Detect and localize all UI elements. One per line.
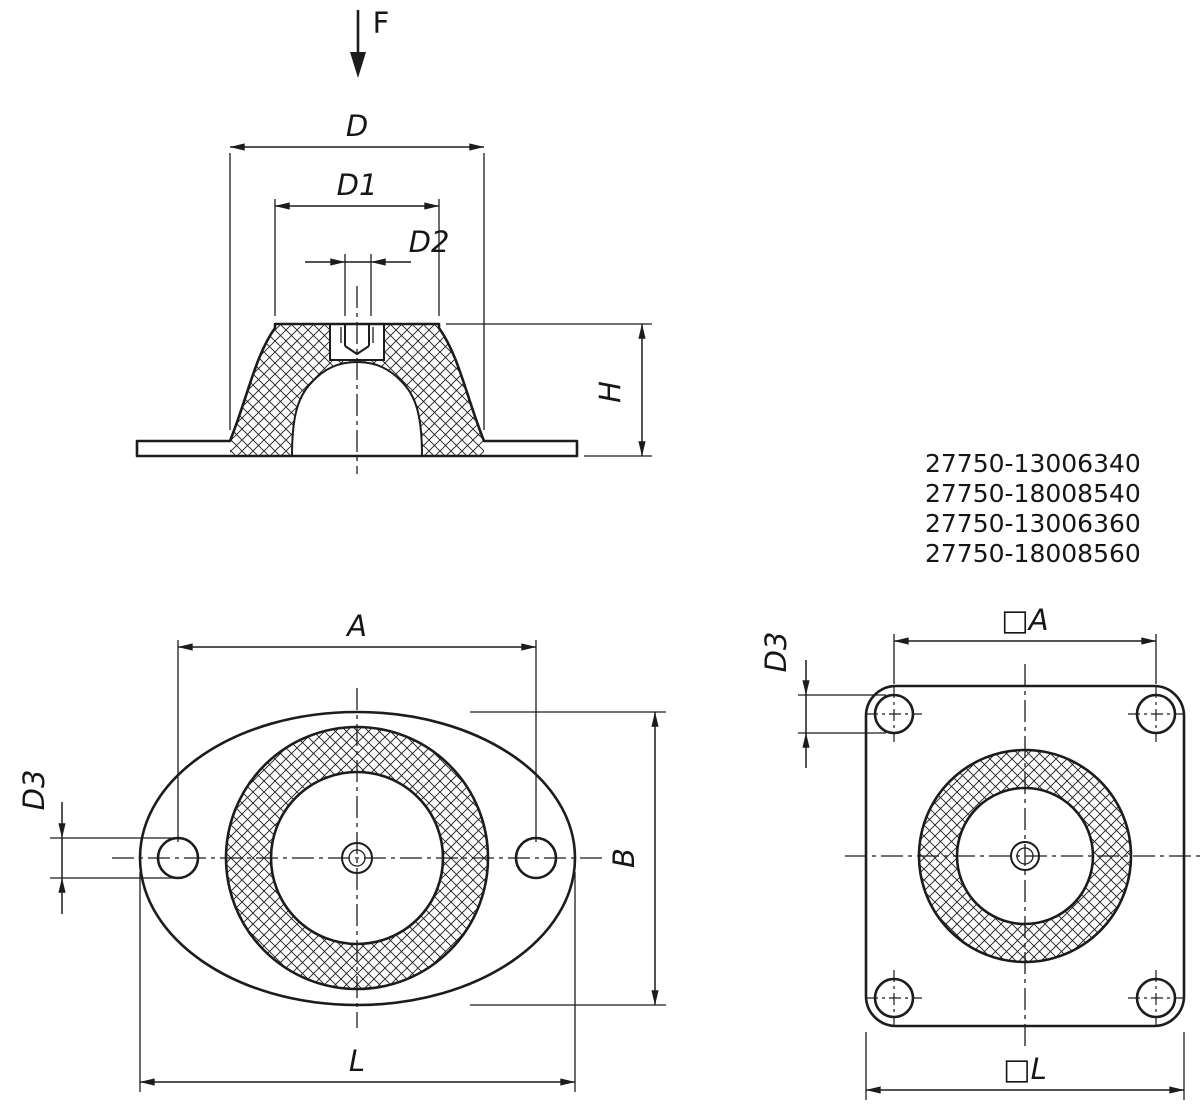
thread-bore: [344, 324, 370, 356]
dim-B-extension-lines: [470, 711, 666, 1006]
dim-D1-extension-lines: [274, 199, 440, 316]
dim-A-extension-lines: [177, 640, 537, 842]
dim-L-label: L: [349, 1044, 365, 1078]
hole-centerline-crosses: [866, 686, 1184, 1026]
rubber-ring-hatch: [919, 750, 1131, 962]
dim-D-extension-lines: [229, 153, 485, 430]
dimension-H: H: [446, 323, 652, 457]
dimension-A: A: [177, 609, 537, 842]
dimension-L: L: [139, 872, 576, 1092]
part-number: 27750-18008540: [925, 479, 1141, 508]
dim-D3-extension-lines: [798, 694, 886, 734]
force-arrow: F: [350, 6, 389, 78]
rubber-ring-hatch: [226, 727, 488, 989]
dim-square-A-label: □A: [1001, 603, 1048, 637]
dimension-D2: D2: [305, 225, 449, 316]
dim-D3-label: D3: [759, 632, 793, 673]
dimension-D1: D1: [274, 168, 440, 316]
dimension-square-L: □L: [865, 1032, 1185, 1100]
part-number: 27750-13006340: [925, 449, 1141, 478]
part-number: 27750-18008560: [925, 539, 1141, 568]
thread-crest-lines: [340, 327, 374, 343]
force-label: F: [373, 6, 390, 40]
dimension-square-A: □A: [893, 603, 1157, 684]
dim-D2-label: D2: [409, 225, 450, 259]
part-number: 27750-13006360: [925, 509, 1141, 538]
dim-D3-label: D3: [17, 770, 51, 811]
dim-D-label: D: [346, 109, 368, 143]
dim-A-label: A: [345, 609, 367, 643]
dim-D1-label: D1: [337, 168, 378, 202]
dimension-D3-square: D3: [759, 632, 886, 768]
force-arrow-head: [350, 52, 366, 78]
part-number-list: 27750-13006340 27750-18008540 27750-1300…: [925, 449, 1141, 568]
part-outline: [135, 322, 579, 458]
dim-L-extension-lines: [139, 872, 576, 1092]
square-flange-top-view: □A □L D3: [759, 603, 1200, 1100]
side-section-view: F D D1 D2 H: [135, 6, 652, 474]
dimension-B: B: [470, 711, 666, 1006]
oval-flange-top-view: A B L D3: [17, 609, 666, 1092]
dim-D3-extension-lines: [50, 837, 176, 879]
dimension-D: D: [229, 109, 485, 430]
dim-B-label: B: [607, 848, 641, 868]
dim-square-L-label: □L: [1003, 1052, 1047, 1086]
dim-D2-extension-lines: [344, 254, 372, 316]
dimension-D3-oval: D3: [17, 770, 176, 914]
dim-H-label: H: [593, 381, 627, 403]
